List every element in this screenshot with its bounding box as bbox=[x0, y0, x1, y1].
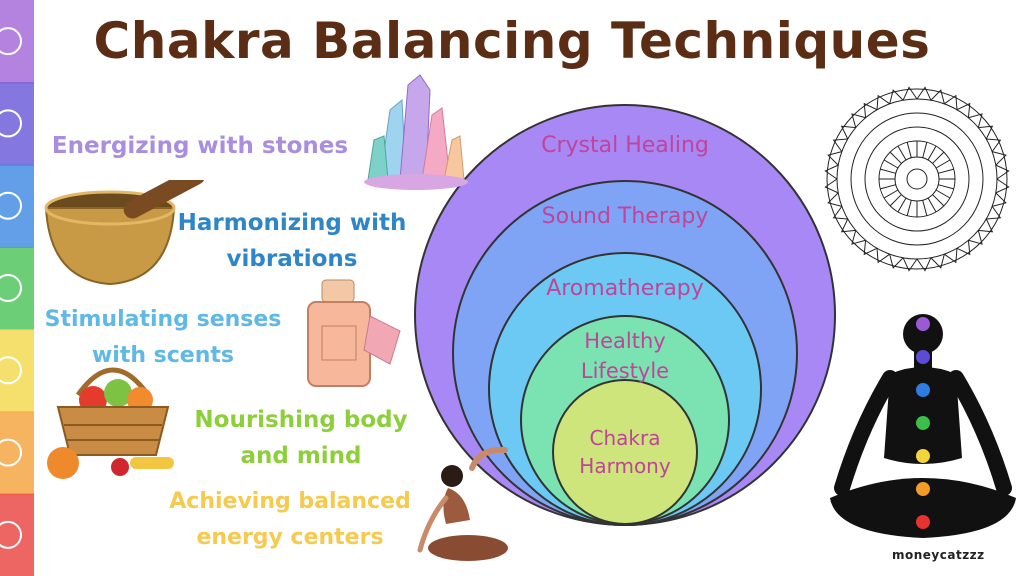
chakra-symbol-icon bbox=[0, 27, 22, 56]
chakra-symbol-icon bbox=[0, 520, 22, 549]
chakra-dot bbox=[916, 350, 930, 364]
page-title: Chakra Balancing Techniques bbox=[93, 12, 931, 70]
chakra-strip-segment bbox=[0, 0, 34, 84]
circle-chakra-harmony bbox=[552, 379, 698, 525]
chakra-strip-segment bbox=[0, 246, 34, 331]
chakra-symbol-icon bbox=[0, 274, 22, 302]
chakra-symbol-icon bbox=[0, 356, 22, 385]
chakra-strip-segment bbox=[0, 164, 34, 248]
crystal-cluster-icon bbox=[364, 74, 468, 190]
meditation-silhouette-icon bbox=[830, 314, 1016, 538]
chakra-dot bbox=[916, 515, 930, 529]
chakra-symbol-icon bbox=[0, 191, 22, 220]
chakra-strip-segment bbox=[0, 82, 34, 166]
chakra-symbol-icon bbox=[0, 438, 22, 467]
chakra-dot bbox=[916, 449, 930, 463]
chakra-strip-segment bbox=[0, 493, 34, 576]
chakra-symbol-icon bbox=[0, 109, 22, 138]
nested-circles-diagram bbox=[414, 104, 836, 526]
chakra-dot bbox=[916, 416, 930, 430]
vegetable-basket-icon bbox=[47, 367, 174, 479]
chakra-dot bbox=[916, 383, 930, 397]
circle-label-crystal-healing: Crystal Healing bbox=[541, 133, 709, 158]
circle-label-aromatherapy: Aromatherapy bbox=[546, 276, 704, 301]
yoga-woman-icon bbox=[417, 446, 508, 561]
technique-label-stones: Energizing with stones bbox=[51, 133, 349, 159]
chakra-strip-segment bbox=[0, 329, 34, 413]
chakra-symbol-strip bbox=[0, 0, 34, 576]
perfume-bottle-icon bbox=[307, 279, 401, 387]
circle-label-sound-therapy: Sound Therapy bbox=[541, 204, 709, 229]
chakra-dot bbox=[916, 317, 930, 331]
brand-logo: moneycatzzz bbox=[892, 548, 985, 562]
chakra-dot bbox=[916, 482, 930, 496]
singing-bowl-icon bbox=[44, 180, 206, 286]
mandala-icon bbox=[824, 86, 1010, 272]
chakra-strip-segment bbox=[0, 411, 34, 495]
